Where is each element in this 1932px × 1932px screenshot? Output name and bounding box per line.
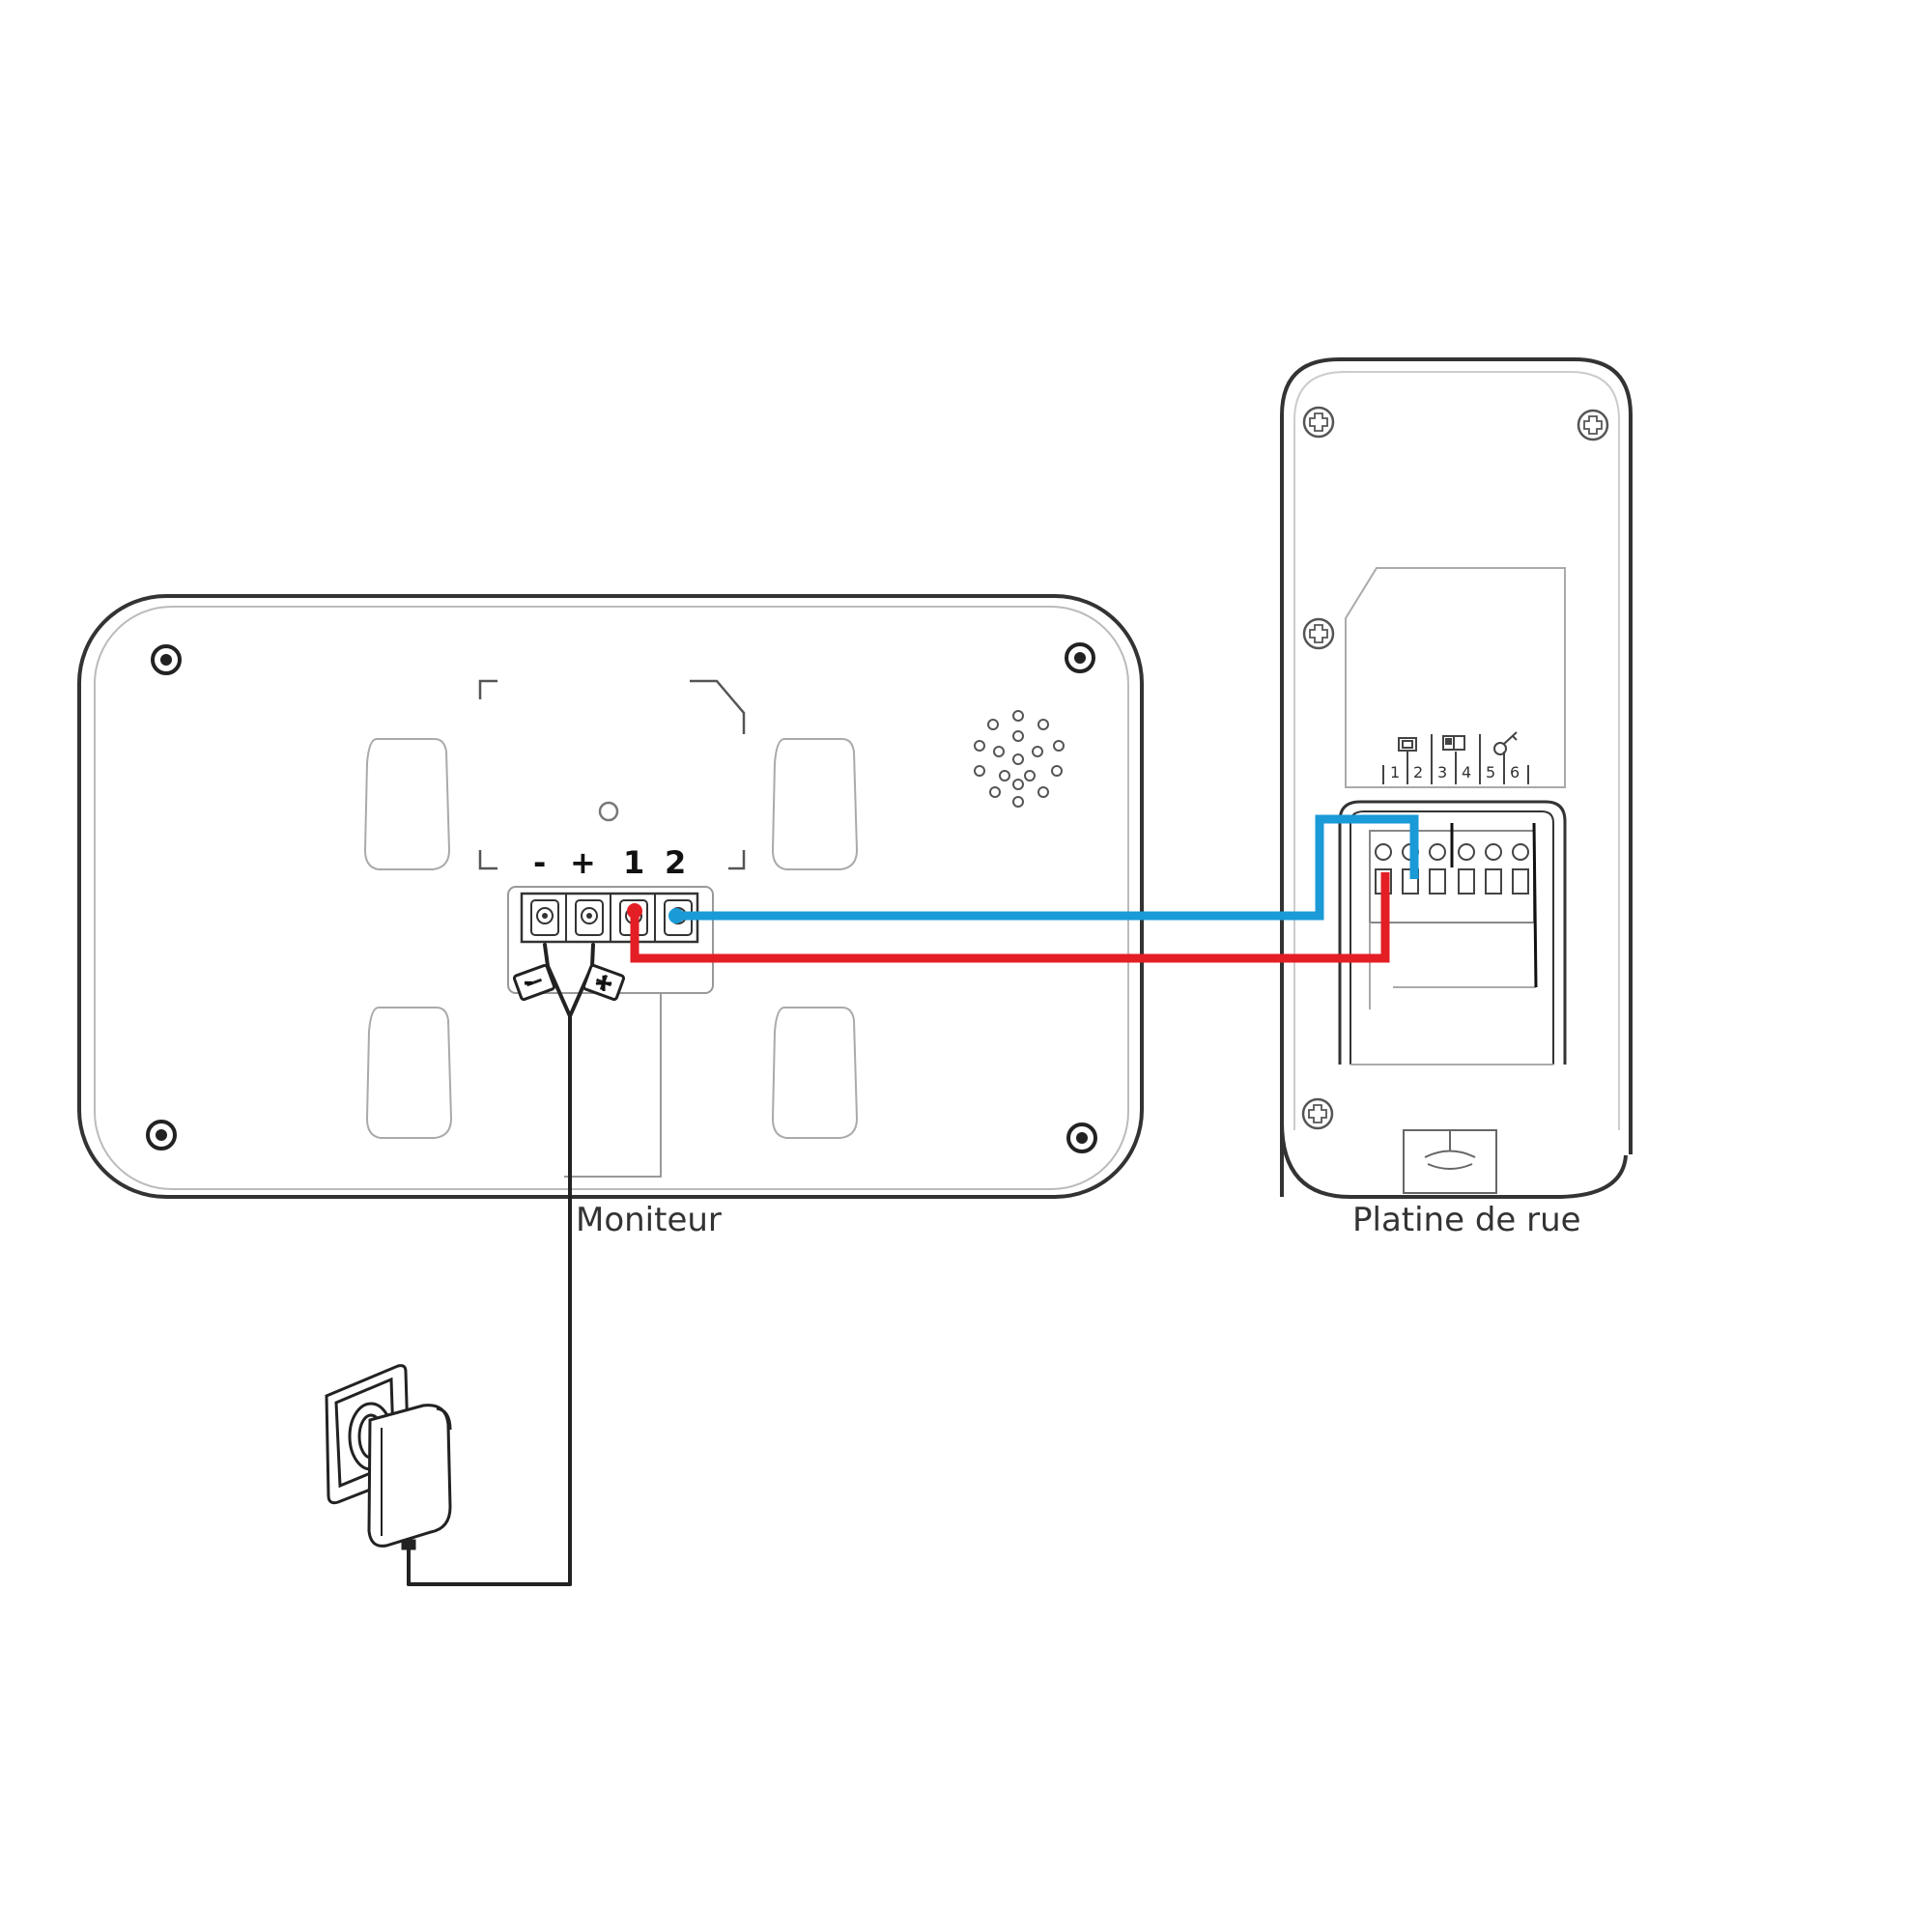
panel-label-area bbox=[1345, 567, 1566, 788]
door-panel bbox=[1280, 357, 1633, 1199]
wire-1-contact bbox=[627, 903, 642, 919]
wire-2-contact bbox=[668, 908, 684, 923]
screw-icon bbox=[1302, 617, 1335, 650]
monitor-terminal-minus: - bbox=[533, 844, 547, 881]
panel-terminal-5: 5 bbox=[1486, 763, 1496, 781]
door-panel-label: Platine de rue bbox=[1352, 1201, 1581, 1239]
monitor-label: Moniteur bbox=[576, 1201, 722, 1239]
key-icon bbox=[1493, 731, 1518, 755]
panel-bottom-tab bbox=[1403, 1129, 1497, 1194]
panel-terminal-legend bbox=[1382, 734, 1529, 784]
monitor bbox=[77, 594, 1144, 1199]
monitor-cable-channel bbox=[564, 992, 662, 1178]
screw-icon bbox=[1065, 642, 1095, 673]
lug-positive-label: + bbox=[593, 969, 614, 998]
monitor-terminal-1: 1 bbox=[623, 844, 645, 881]
panel-terminal-3: 3 bbox=[1437, 763, 1448, 781]
cable-lug-negative bbox=[512, 963, 556, 1002]
monitor-terminal-plus: + bbox=[570, 844, 596, 881]
cable-lug-positive bbox=[582, 963, 626, 1002]
monitor-feet bbox=[363, 738, 859, 1139]
monitor-screws bbox=[146, 642, 1097, 1153]
screw-icon bbox=[1577, 409, 1609, 441]
panel-terminal-screws bbox=[1369, 822, 1538, 1009]
bell-icon bbox=[1442, 735, 1465, 751]
camera-icon bbox=[1398, 737, 1417, 752]
power-adapter-icon bbox=[325, 1364, 452, 1550]
wire-1 bbox=[630, 872, 1390, 963]
lug-negative-label: - bbox=[524, 968, 534, 997]
screw-icon bbox=[1066, 1122, 1097, 1153]
screw-icon bbox=[146, 1120, 177, 1151]
panel-terminal-4: 4 bbox=[1462, 763, 1472, 781]
monitor-terminal-block bbox=[507, 886, 714, 994]
screw-icon bbox=[1302, 406, 1335, 439]
panel-terminal-2: 2 bbox=[1413, 763, 1424, 781]
monitor-bracket bbox=[478, 679, 746, 870]
screw-icon bbox=[1301, 1097, 1334, 1130]
speaker-grille bbox=[974, 710, 1065, 808]
screw-icon bbox=[151, 644, 182, 675]
wire-2 bbox=[676, 814, 1419, 921]
panel-terminal-1: 1 bbox=[1390, 763, 1401, 781]
panel-terminal-6: 6 bbox=[1510, 763, 1520, 781]
monitor-terminal-2: 2 bbox=[665, 844, 687, 881]
panel-screws bbox=[1301, 406, 1609, 1130]
